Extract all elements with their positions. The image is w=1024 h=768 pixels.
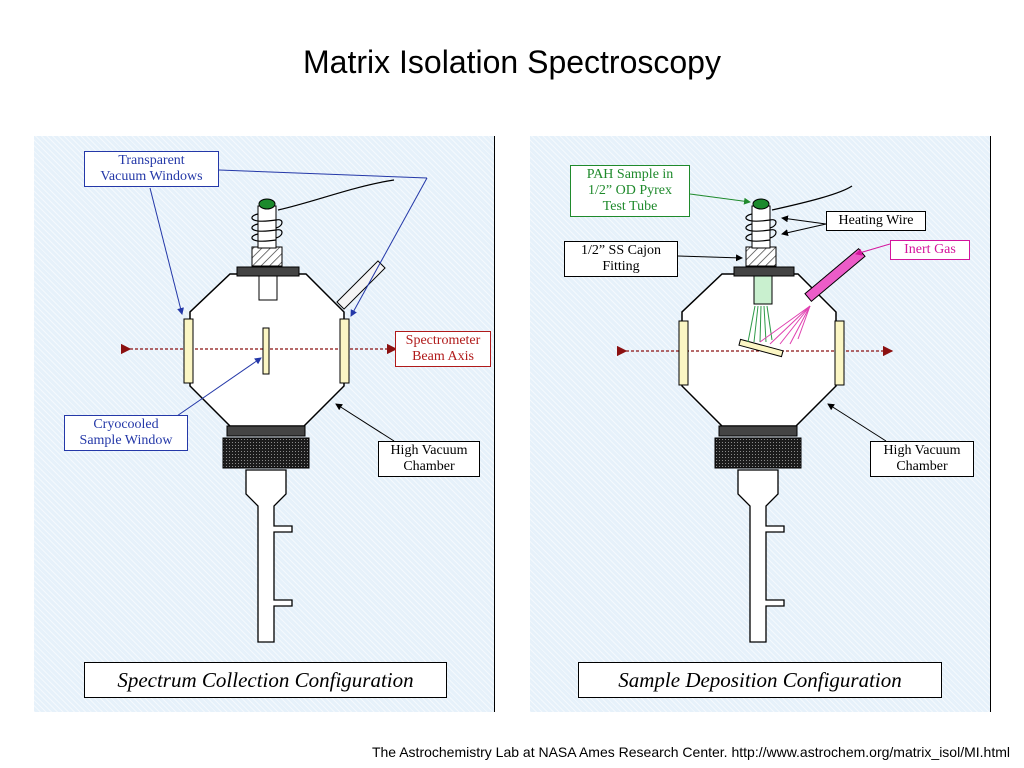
cryocooled-sample-window [738, 338, 784, 358]
sample-deposition-caption: Sample Deposition Configuration [578, 662, 942, 698]
leader-heating-top [781, 215, 827, 225]
inert-gas-tube [804, 247, 866, 303]
leader-chamber [335, 403, 395, 442]
label-line: 1/2” OD Pyrex [588, 183, 672, 198]
label-line: PAH Sample in [586, 167, 674, 182]
spectrometer-beam-axis-label: Spectrometer Beam Axis [395, 331, 491, 367]
spectrum-collection-panel: Transparent Vacuum Windows Spectrometer … [34, 136, 495, 712]
leader-windows-left [149, 187, 184, 315]
leader-inert-gas [855, 243, 891, 256]
left-vacuum-window [678, 320, 689, 386]
left-vacuum-window [183, 318, 194, 384]
leader-fitting [677, 254, 743, 262]
cold-finger [245, 469, 293, 643]
high-vacuum-chamber-label: High Vacuum Chamber [378, 441, 480, 477]
high-vacuum-chamber-label: High Vacuum Chamber [870, 441, 974, 477]
transparent-vacuum-windows-label: Transparent Vacuum Windows [84, 151, 219, 187]
label-line: Spectrometer [405, 333, 481, 348]
spectrum-collection-diagram [120, 169, 428, 643]
neck-stem [258, 275, 278, 301]
label-line: Transparent [118, 153, 185, 168]
label-line: Beam Axis [412, 349, 474, 364]
sample-deposition-diagram [616, 185, 894, 643]
pah-sample-label: PAH Sample in 1/2” OD Pyrex Test Tube [570, 165, 690, 217]
label-line: Fitting [602, 259, 640, 274]
test-tube [251, 179, 395, 249]
deposition-tube [336, 260, 386, 310]
label-line: Chamber [403, 459, 455, 474]
inert-gas-label: Inert Gas [890, 240, 970, 260]
leader-windows-right [350, 177, 428, 317]
label-line: Heating Wire [838, 213, 914, 228]
heating-wire-label: Heating Wire [826, 211, 926, 231]
clamp-ring [222, 437, 310, 469]
cryocooled-sample-window [262, 327, 270, 375]
sample-deposition-panel: PAH Sample in 1/2” OD Pyrex Test Tube He… [530, 136, 991, 712]
test-tube [745, 185, 853, 249]
top-flange [733, 266, 795, 277]
label-line: High Vacuum [883, 443, 961, 458]
leader-heating-bottom [781, 223, 827, 237]
label-line: 1/2” SS Cajon [580, 243, 662, 258]
label-line: Cryocooled [93, 417, 159, 432]
cajon-fitting [745, 246, 777, 267]
label-line: Vacuum Windows [100, 169, 203, 184]
label-line: Sample Window [79, 433, 173, 448]
label-line: Test Tube [602, 199, 658, 214]
leader-chamber [827, 403, 887, 442]
right-vacuum-window [339, 318, 350, 384]
top-flange [236, 266, 300, 277]
inert-gas-spray [759, 305, 811, 345]
cajon-fitting-label: 1/2” SS Cajon Fitting [564, 241, 678, 277]
source-footer: The Astrochemistry Lab at NASA Ames Rese… [371, 744, 1010, 760]
cryocooled-sample-window-label: Cryocooled Sample Window [64, 415, 188, 451]
bottom-flange [226, 425, 306, 437]
neck-stem [753, 275, 773, 305]
cajon-fitting [251, 246, 283, 267]
right-vacuum-window [834, 320, 845, 386]
cold-finger [737, 469, 785, 643]
spectrum-collection-caption: Spectrum Collection Configuration [84, 662, 447, 698]
leader-pah-sample [689, 193, 751, 205]
label-line: Inert Gas [904, 242, 956, 257]
leader-windows-top [218, 169, 428, 179]
leader-sample-window [173, 357, 262, 419]
bottom-flange [718, 425, 798, 437]
label-line: Chamber [896, 459, 948, 474]
label-line: High Vacuum [390, 443, 468, 458]
clamp-ring [714, 437, 802, 469]
slide-title: Matrix Isolation Spectroscopy [303, 44, 721, 80]
